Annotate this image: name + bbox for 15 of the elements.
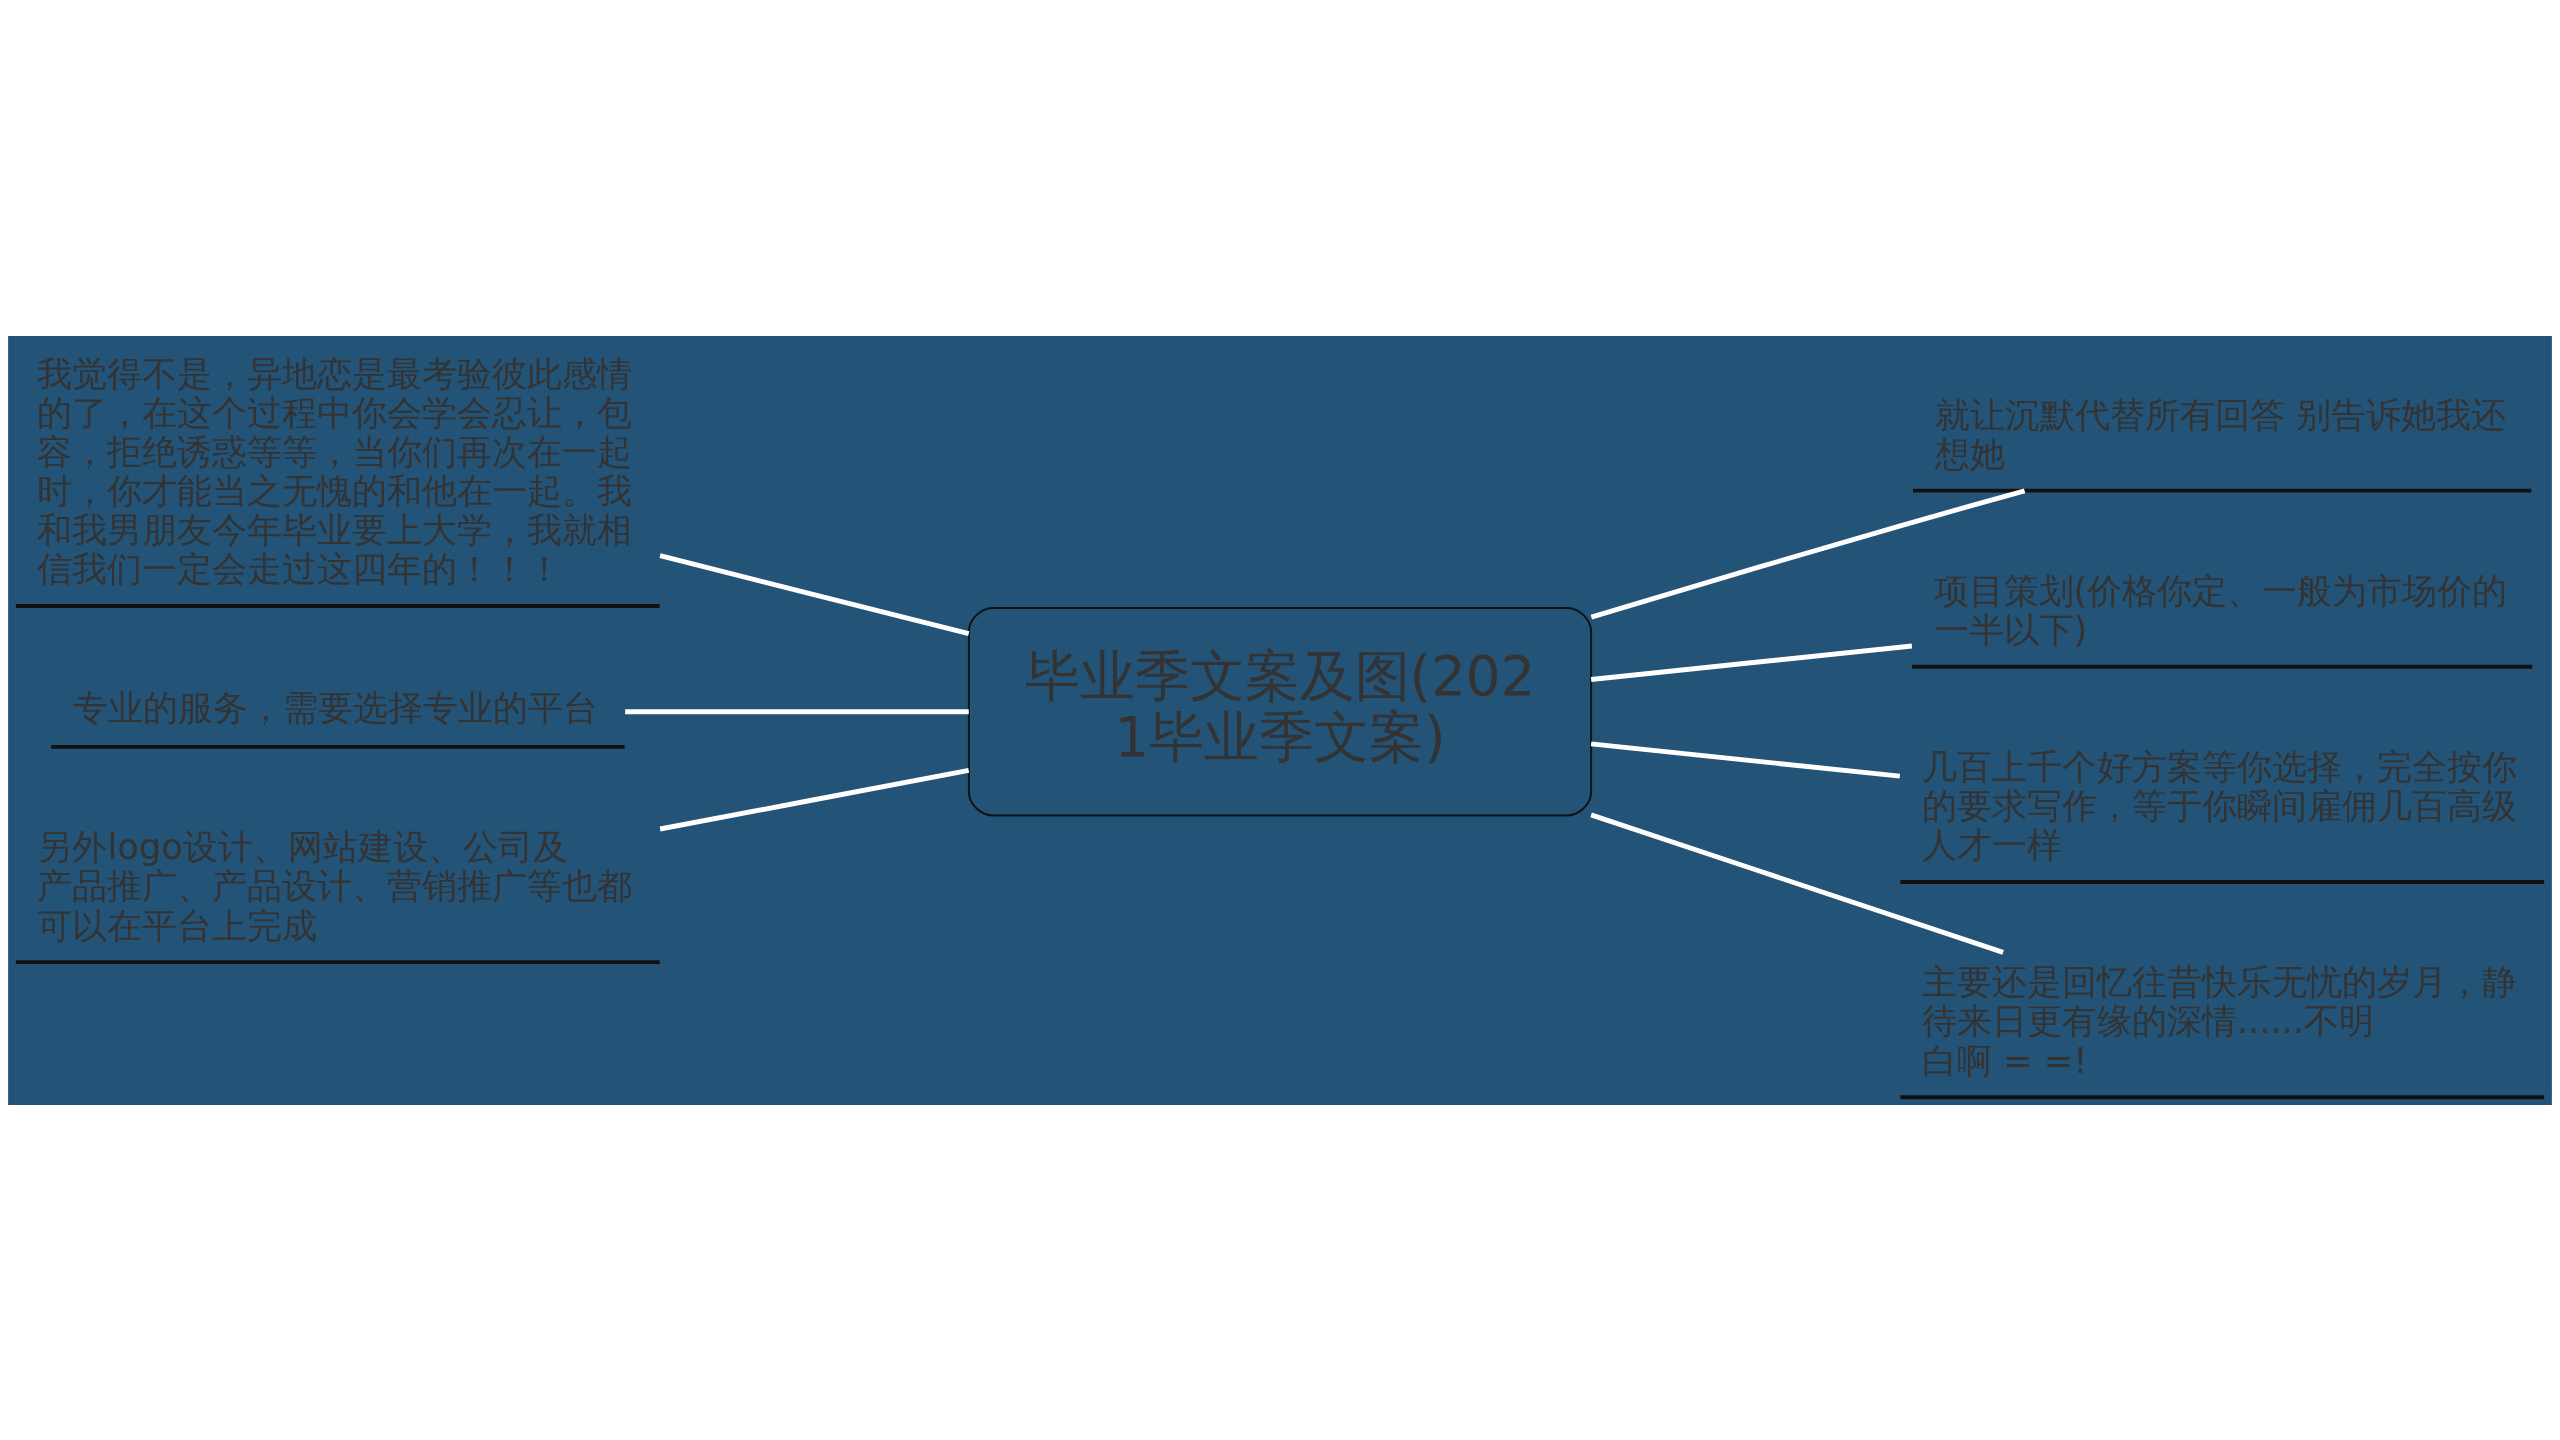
connector [625, 708, 969, 714]
node-text: 几百上千个好方案等你选择，完全按你的要求写作，等于你瞬间雇佣几百高级人才一样 [1921, 745, 2517, 865]
node-text: 主要还是回忆往昔快乐无忧的岁月，静待来日更有缘的深情......不明白啊 = =! [1921, 960, 2517, 1081]
node-text: 就让沉默代替所有回答 别告诉她我还想她 [1934, 393, 2506, 474]
node-box: 毕业季文案及图(2021毕业季文案) [967, 606, 1593, 816]
connector [1590, 812, 2004, 955]
connector [1590, 741, 1901, 779]
node-text: 专业的服务，需要选择专业的平台 [72, 686, 598, 728]
node-text: 项目策划(价格你定、一般为市场价的一半以下) [1933, 569, 2508, 650]
connector [659, 767, 970, 831]
node-text: 我觉得不是，异地恋是最考验彼此感情的了，在这个过程中你会学会忍让，包容，拒绝诱惑等等，当你们再次在一起时，你才能当之无愧的和他在一起。我和我男朋友今年毕业要上大学，我就相信我们一定会走过这四年的！！！ [37, 352, 633, 589]
connector [1590, 643, 1913, 682]
connector [659, 552, 970, 636]
node-text: 另外logo设计、网站建设、公司及产品推广、产品设计、营销推广等也都可以在平台上完成 [37, 825, 633, 945]
connector [1590, 487, 2026, 619]
